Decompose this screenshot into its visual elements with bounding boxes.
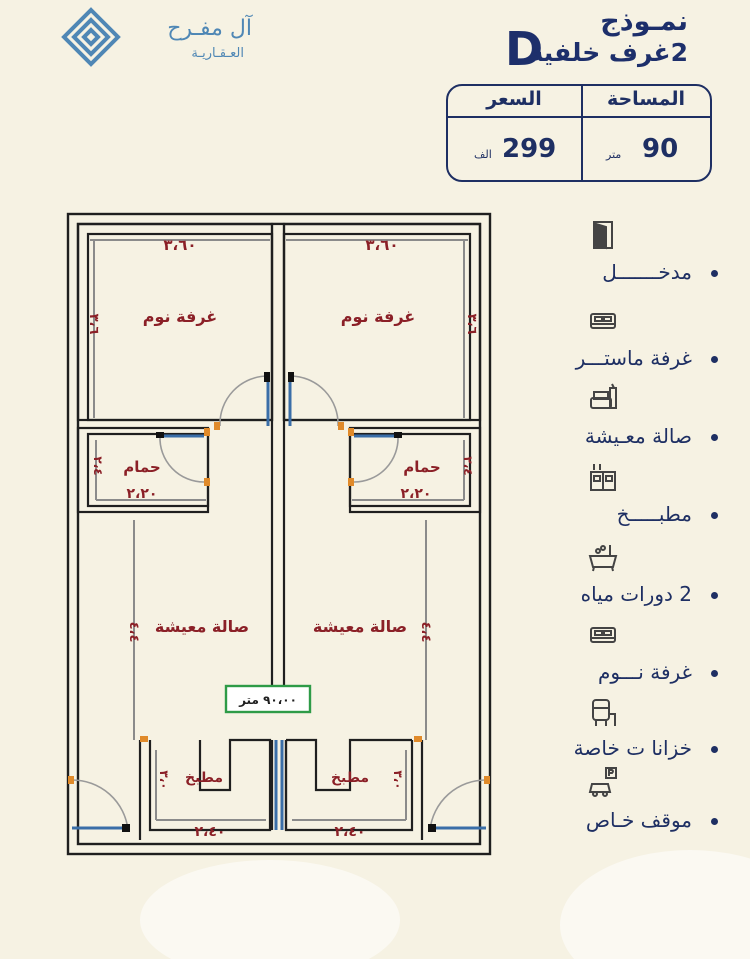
model-title: نمـوذج (600, 6, 688, 37)
brand-name: آل مفـرح (167, 16, 252, 41)
feature-bullet (711, 592, 718, 599)
dim-bed-depth-left: ٣،٦ (86, 314, 101, 335)
living-right-label: صالة معيشة (313, 617, 407, 636)
feature-item: صالة معـيشة (520, 382, 720, 462)
dim-living-depth-left: ٤،٤ (126, 622, 141, 643)
feature-label: 2 دورات مياه (580, 582, 692, 606)
feature-item: مدخـــــــل (520, 218, 720, 298)
feature-item: موقف خـاص (520, 766, 720, 846)
dim-kitchen-width-right: ٢،٤٠ (335, 824, 366, 840)
dim-bed-width-right: ٣،٦٠ (365, 236, 398, 254)
dim-bed-width-left: ٣،٦٠ (163, 236, 196, 254)
feature-label: مطبـــــخ (616, 502, 692, 526)
bath-left-label: حمام (123, 458, 161, 476)
floor-plan: غرفة نوم غرفة نوم حمام حمام صالة معيشة ص… (60, 200, 500, 870)
dim-kitchen-depth-left: ٣،٠ (157, 770, 171, 789)
feature-label: صالة معـيشة (584, 424, 692, 448)
bedroom-right-label: غرفة نوم (341, 307, 415, 326)
background-shape (560, 850, 750, 959)
feature-bullet (711, 512, 718, 519)
dim-bed-depth-right: ٣،٦ (464, 314, 479, 335)
feature-bullet (711, 356, 718, 363)
bedroom-walls (76, 222, 482, 422)
feature-bullet (711, 746, 718, 753)
bed-icon (590, 627, 616, 643)
feature-item: 2 دورات مياه (520, 540, 720, 620)
dimension-lines (90, 239, 468, 821)
area-tag: ٩٠،٠٠ متر (238, 693, 297, 707)
box-divider (448, 116, 710, 118)
feature-bullet (711, 818, 718, 825)
area-price-box: المساحة السعر 90 متر 299 الف (446, 84, 712, 182)
water-tank-icon (592, 699, 616, 726)
feature-item: مطبـــــخ (520, 460, 720, 540)
kitchen-walls (138, 738, 424, 840)
model-subtitle: 2غرف خلفية (528, 38, 688, 67)
feature-item: غرفة نـــوم (520, 618, 720, 698)
feature-label: خزانا ت خاصة (573, 736, 692, 760)
feature-label: موقف خـاص (585, 808, 692, 832)
box-divider (581, 86, 583, 182)
bedroom-left-label: غرفة نوم (143, 307, 217, 326)
door-hinges (68, 422, 490, 784)
bath-walls (76, 426, 482, 514)
dim-bath-width-left: ٢،٢٠ (127, 486, 158, 502)
dim-bath-depth-right: ٢،٤ (461, 456, 475, 475)
brand-subtitle: العـقـاريـة (191, 46, 244, 61)
central-wall (270, 222, 286, 696)
area-unit: متر (606, 148, 622, 161)
kitchen-left-label: مطبخ (185, 770, 223, 786)
feature-bullet (711, 670, 718, 677)
logo-mark-icon (61, 7, 121, 67)
dim-bath-depth-left: ٢،٤ (91, 456, 105, 475)
area-label: المساحة (606, 88, 686, 110)
parking-icon (588, 767, 617, 797)
price-value: 299 (502, 134, 557, 164)
kitchen-icon (590, 464, 616, 491)
dim-kitchen-width-left: ٢،٤٠ (195, 824, 226, 840)
kitchen-right-label: مطبخ (331, 770, 369, 786)
model-letter: D (505, 22, 544, 76)
dim-bath-width-right: ٢،٢٠ (401, 486, 432, 502)
feature-label: غرفة ماستـــر (575, 346, 692, 370)
door-swings (71, 375, 487, 831)
feature-bullet (711, 434, 718, 441)
price-unit: الف (474, 148, 492, 161)
feature-bullet (711, 270, 718, 277)
door-leaves (72, 376, 486, 830)
feature-item: غرفة ماستـــر (520, 304, 720, 384)
door-handles (122, 372, 436, 832)
bathtub-icon (588, 545, 618, 572)
floor-plan-drawing: غرفة نوم غرفة نوم حمام حمام صالة معيشة ص… (66, 212, 492, 856)
bed-icon (590, 313, 616, 329)
dim-kitchen-depth-right: ٣،٠ (391, 770, 405, 789)
dim-living-depth-right: ٤،٤ (418, 622, 433, 643)
living-left-label: صالة معيشة (155, 617, 249, 636)
feature-label: مدخـــــــل (602, 260, 692, 284)
brand-logo: آل مفـرح العـقـاريـة (60, 6, 260, 76)
background-shape (140, 860, 400, 959)
feature-item: خزانا ت خاصة (520, 694, 720, 774)
area-tag-box (224, 684, 312, 714)
area-value: 90 (642, 134, 679, 164)
feature-label: غرفة نـــوم (598, 660, 692, 684)
bath-right-label: حمام (403, 458, 441, 476)
price-label: السعر (486, 88, 542, 110)
sofa-icon (590, 383, 617, 409)
door-icon (593, 221, 613, 250)
